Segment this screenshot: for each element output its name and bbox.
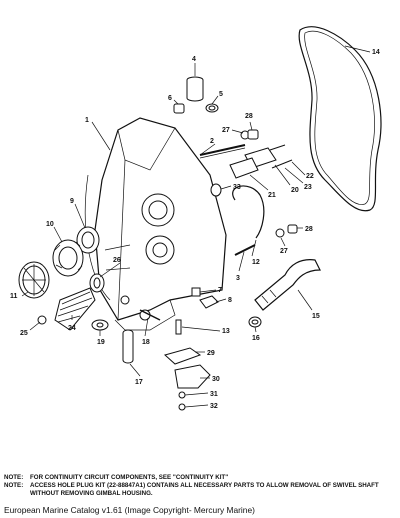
notes-section: NOTE: FOR CONTINUITY CIRCUIT COMPONENTS,… (4, 474, 396, 498)
callout-28-b: 28 (305, 226, 313, 233)
nut-28-b (287, 224, 298, 234)
exploded-parts-diagram: 1 2 3 4 5 6 7 8 9 10 11 12 13 14 15 16 1… (10, 26, 382, 411)
callout-15: 15 (312, 313, 320, 320)
callout-23: 23 (304, 184, 312, 191)
nut-27-b (275, 228, 285, 238)
callout-25: 25 (20, 330, 28, 337)
screw-13 (175, 319, 182, 335)
callout-17: 17 (135, 379, 143, 386)
bushing-4 (186, 76, 204, 102)
bearing-11 (18, 261, 50, 299)
callout-numbers: 1 2 3 4 5 6 7 8 9 10 11 12 13 14 15 16 1… (10, 49, 380, 410)
gimbal-housing-1 (84, 117, 227, 331)
callout-28: 28 (245, 113, 253, 120)
callout-29: 29 (207, 350, 215, 357)
callout-9: 9 (70, 198, 74, 205)
hose-15 (254, 259, 321, 311)
callout-26: 26 (113, 257, 121, 264)
hose-12 (232, 185, 265, 239)
nut-32 (178, 403, 186, 411)
callout-20: 20 (291, 187, 299, 194)
callout-27-b: 27 (280, 248, 288, 255)
gear-10 (52, 239, 84, 277)
screw-7 (191, 287, 201, 297)
nut-28-a (247, 129, 259, 140)
note-prefix: NOTE: (4, 474, 24, 481)
fitting-16 (248, 316, 262, 328)
callout-30: 30 (212, 376, 220, 383)
bellows-24 (54, 287, 96, 331)
callout-2: 2 (210, 138, 214, 145)
hose-26 (89, 273, 105, 293)
leader-lines (21, 45, 371, 408)
clamp-8 (199, 295, 219, 309)
callout-5: 5 (219, 91, 223, 98)
callout-16: 16 (252, 335, 260, 342)
callout-22: 22 (306, 173, 314, 180)
note-prefix: NOTE: (4, 482, 24, 489)
note-text: FOR CONTINUITY CIRCUIT COMPONENTS, SEE "… (30, 474, 229, 481)
washer-19 (91, 319, 109, 331)
callout-12: 12 (252, 259, 260, 266)
callout-19: 19 (97, 339, 105, 346)
callout-1: 1 (85, 117, 89, 124)
callout-21: 21 (268, 192, 276, 199)
callout-31: 31 (210, 391, 218, 398)
callout-8: 8 (228, 297, 232, 304)
cup-33 (210, 183, 222, 197)
screw-23 (269, 144, 286, 151)
gasket-21 (229, 157, 259, 179)
pin-18 (139, 309, 161, 321)
callout-33: 33 (233, 184, 241, 191)
note-continuity: NOTE: FOR CONTINUITY CIRCUIT COMPONENTS,… (4, 474, 396, 482)
callout-4: 4 (192, 56, 196, 63)
gasket-14 (298, 26, 382, 212)
callout-10: 10 (46, 221, 54, 228)
washer-31 (178, 391, 186, 399)
catalog-caption: European Marine Catalog v1.61 (Image Cop… (4, 505, 255, 515)
callout-32: 32 (210, 403, 218, 410)
note-access-hole-plug: NOTE: ACCESS HOLE PLUG KIT (22-88847A1) … (4, 482, 396, 498)
callout-6: 6 (168, 95, 172, 102)
callout-24: 24 (68, 325, 76, 332)
shaft-17 (122, 329, 134, 364)
stud-3 (234, 244, 256, 256)
seal-5 (205, 103, 219, 113)
callout-18: 18 (142, 339, 150, 346)
note-text: ACCESS HOLE PLUG KIT (22-88847A1) CONTAI… (30, 482, 379, 497)
callout-13: 13 (222, 328, 230, 335)
callout-3: 3 (236, 275, 240, 282)
callout-11: 11 (10, 293, 18, 300)
callout-7: 7 (218, 287, 222, 294)
bearing-9 (76, 226, 100, 254)
stud-2 (199, 144, 246, 159)
callout-27: 27 (222, 127, 230, 134)
screw-22 (271, 159, 293, 169)
cover-29 (163, 347, 202, 365)
block-30 (174, 364, 211, 389)
bushing-6 (173, 103, 185, 114)
callout-14: 14 (372, 49, 380, 56)
